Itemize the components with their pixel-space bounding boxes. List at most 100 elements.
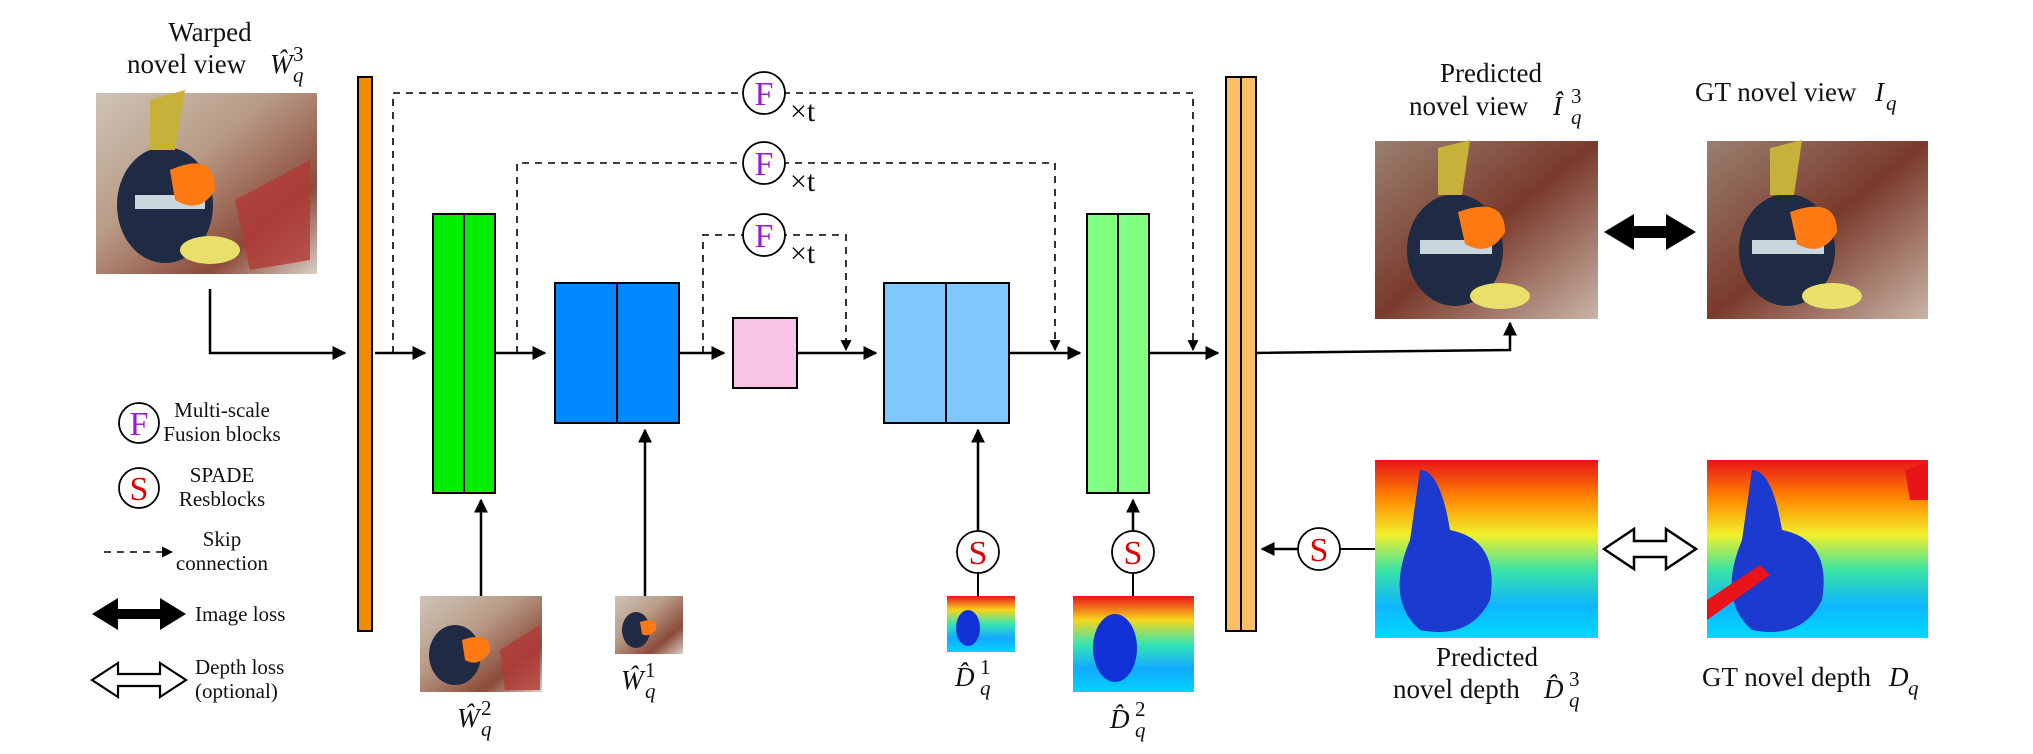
circle-F-icon (742, 213, 786, 257)
circle-S-icon (118, 467, 160, 509)
gt-novel-view-image (1707, 140, 1928, 319)
gt-depth-title: GT novel depth (1702, 662, 1871, 692)
legend-image-loss: Image loss (92, 598, 285, 630)
warped-view-title-line1: Warped (168, 17, 252, 47)
svg-text:q: q (481, 717, 492, 741)
svg-text:×t: ×t (790, 237, 816, 270)
fusion-block-outer: F ×t (742, 71, 816, 128)
svg-text:Depth loss: Depth loss (195, 655, 284, 679)
svg-text:novel view: novel view (127, 49, 247, 79)
svg-text:S: S (969, 535, 988, 572)
svg-text:q: q (1908, 676, 1919, 700)
svg-text:SPADE: SPADE (190, 463, 255, 487)
depth-scale2-image (1073, 596, 1194, 692)
spade-block-output: S (1297, 527, 1341, 571)
circle-F-icon (118, 402, 160, 444)
svg-text:q: q (645, 679, 656, 703)
svg-text:2: 2 (481, 696, 492, 720)
svg-text:Î: Î (1552, 91, 1564, 121)
predicted-view-title-line1: Predicted (1440, 58, 1542, 88)
skip-connection-middle (516, 162, 1061, 353)
encoder-block-2 (554, 282, 680, 424)
svg-text:q: q (1135, 718, 1146, 742)
svg-text:D̂: D̂ (1109, 704, 1130, 734)
svg-text:q: q (980, 676, 991, 700)
svg-text:Skip: Skip (203, 527, 242, 551)
svg-text:q: q (293, 63, 304, 87)
svg-text:q: q (1886, 91, 1897, 115)
svg-text:q: q (1569, 688, 1580, 712)
svg-text:F: F (755, 76, 774, 113)
encoder-input-bar (357, 76, 373, 632)
legend: F Multi-scale Fusion blocks S SPADE Resb… (89, 398, 285, 703)
encoder-block-1 (432, 213, 496, 494)
svg-text:D: D (1888, 662, 1909, 692)
svg-text:1: 1 (645, 658, 656, 682)
svg-text:Ŵ: Ŵ (621, 665, 646, 695)
gt-novel-depth-image (1707, 460, 1928, 638)
circle-F-icon (742, 141, 786, 185)
svg-text:Resblocks: Resblocks (179, 487, 265, 511)
fusion-block-middle: F ×t (742, 141, 816, 198)
legend-fusion: F Multi-scale Fusion blocks (118, 398, 281, 446)
warped-view-title-line2: novel view Ŵ 3 q (127, 42, 304, 87)
svg-text:Ŵ: Ŵ (270, 49, 295, 79)
svg-text:(optional): (optional) (195, 679, 278, 703)
predicted-novel-view-image (1375, 140, 1598, 319)
svg-text:Ŵ: Ŵ (457, 703, 482, 733)
svg-text:F: F (130, 406, 149, 443)
svg-text:D̂: D̂ (1543, 674, 1564, 704)
predicted-depth-title-line1: Predicted (1436, 642, 1538, 672)
svg-text:F: F (755, 218, 774, 255)
bottleneck-block (732, 317, 798, 389)
gt-view-title: GT novel view (1695, 77, 1857, 107)
gt-view-symbol: I q (1874, 77, 1897, 115)
legend-skip: Skip connection (104, 527, 269, 575)
warped-view-scale2-image (420, 596, 542, 692)
svg-text:2: 2 (1135, 697, 1146, 721)
warped-view-scale1-image (615, 596, 683, 654)
svg-text:q: q (1571, 105, 1582, 129)
w2-label: Ŵ 2 q (457, 696, 492, 741)
d1-label: D̂ 1 q (954, 655, 991, 700)
predicted-novel-depth-image (1375, 460, 1598, 638)
spade-block-dec1: S (956, 530, 1000, 574)
d2-label: D̂ 2 q (1109, 697, 1146, 742)
svg-text:3: 3 (293, 42, 304, 66)
solid-double-arrow-icon (92, 598, 186, 630)
svg-text:novel depth: novel depth (1393, 674, 1520, 704)
depth-scale1-image (947, 596, 1015, 652)
fusion-block-inner: F ×t (742, 213, 816, 270)
svg-text:F: F (755, 146, 774, 183)
svg-text:×t: ×t (790, 165, 816, 198)
svg-text:connection: connection (176, 551, 269, 575)
svg-text:S: S (1310, 532, 1329, 569)
svg-text:Image loss: Image loss (195, 602, 285, 626)
skip-connection-outer (392, 92, 1199, 353)
svg-text:D̂: D̂ (954, 662, 975, 692)
decoder-block-1 (883, 282, 1010, 424)
input-arrow (208, 289, 347, 360)
svg-text:×t: ×t (790, 95, 816, 128)
hollow-double-arrow-icon (89, 660, 189, 700)
decoder-output-bar (1225, 76, 1257, 632)
svg-text:3: 3 (1569, 667, 1580, 691)
circle-F-icon (742, 71, 786, 115)
svg-text:S: S (130, 471, 149, 508)
predicted-depth-title-line2: novel depth D̂ 3 q (1393, 667, 1580, 712)
svg-text:S: S (1124, 535, 1143, 572)
w1-label: Ŵ 1 q (621, 658, 656, 703)
warped-novel-view-image (96, 90, 317, 274)
svg-text:3: 3 (1571, 84, 1582, 108)
spade-block-dec2: S (1111, 530, 1155, 574)
depth-loss-arrow (1601, 526, 1699, 572)
image-loss-arrow (1604, 214, 1696, 250)
gt-depth-symbol: D q (1888, 662, 1919, 700)
legend-spade: S SPADE Resblocks (118, 463, 265, 511)
svg-text:1: 1 (980, 655, 991, 679)
predicted-view-title-line2: novel view Î 3 q (1409, 84, 1582, 129)
svg-text:Multi-scale: Multi-scale (174, 398, 270, 422)
legend-depth-loss: Depth loss (optional) (89, 655, 284, 703)
decoder-block-2 (1086, 213, 1150, 494)
